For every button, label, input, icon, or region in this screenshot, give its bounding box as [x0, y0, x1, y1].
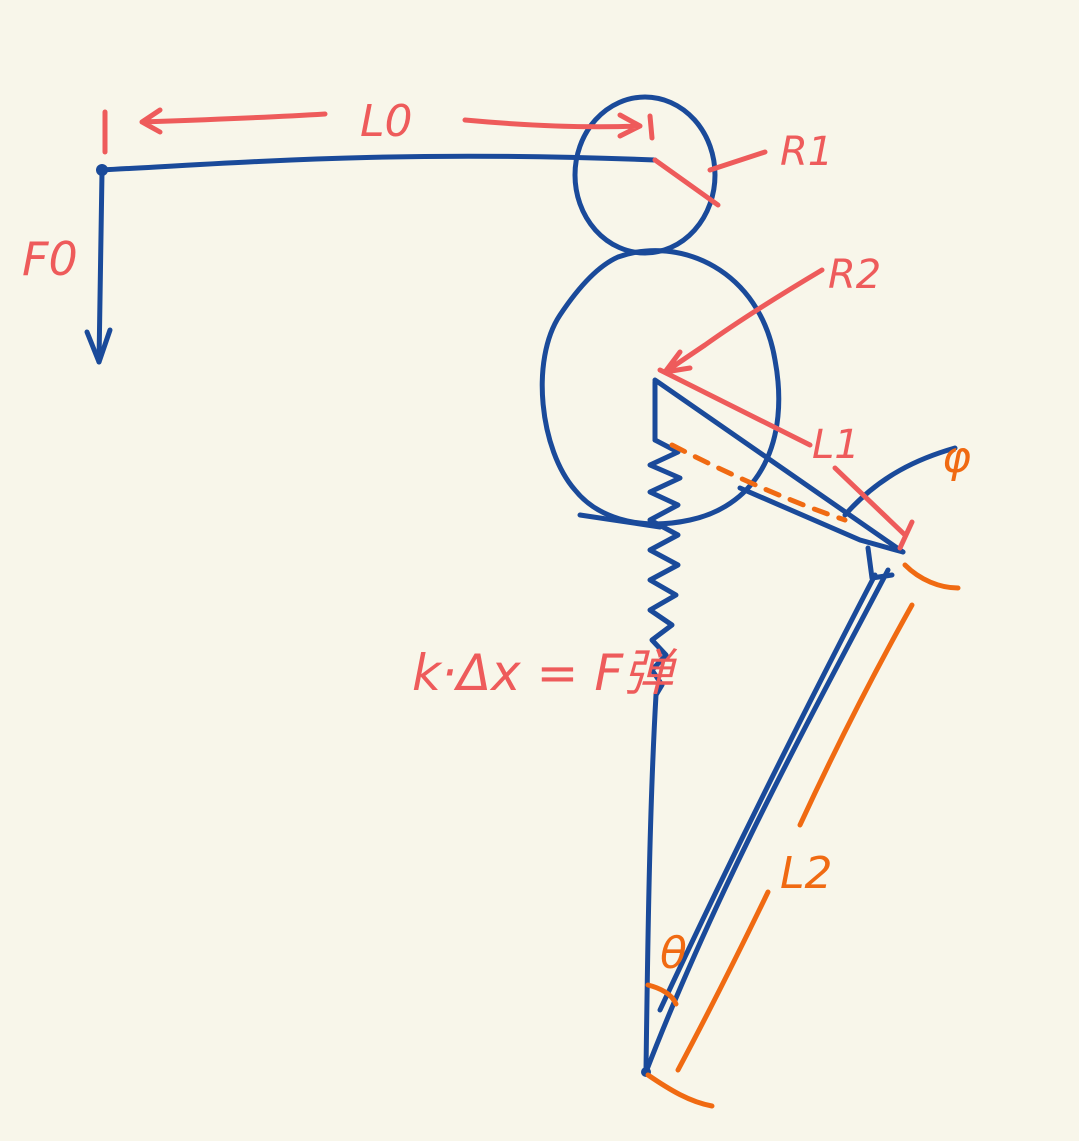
small-pulley [572, 94, 718, 256]
l0-right-arrow [462, 112, 643, 139]
l2-dimension-upper [797, 602, 915, 828]
force-arrow-shaft [96, 169, 105, 365]
link-l1 [652, 377, 906, 555]
red-annotations: L0 F0 R1 R2 L1 k·Δx = F弹 [22, 96, 915, 702]
spring [647, 437, 683, 698]
r2-leader [662, 267, 825, 375]
orange-annotations: φ L2 θ [645, 432, 971, 1109]
r1-leader [652, 157, 721, 208]
label-theta: θ [660, 928, 687, 979]
l1-leader [657, 367, 813, 448]
link-l2-inner [657, 572, 878, 1013]
theta-arc [645, 982, 679, 1007]
link-l2 [643, 567, 891, 1075]
l1-leader-right [832, 465, 915, 551]
reference-dashed-line [669, 442, 848, 523]
label-r1: R1 [780, 129, 833, 175]
l0-right-tick [647, 113, 655, 141]
label-phi: φ [942, 432, 971, 483]
structure [84, 94, 958, 1077]
joint-arc-bottom [645, 1072, 715, 1109]
label-l1: L1 [812, 422, 860, 468]
joint-arc-top [902, 562, 961, 591]
force-arrow-head [84, 327, 113, 365]
link-l1-lower [737, 485, 906, 555]
phi-leader-line [842, 445, 958, 518]
label-f0: F0 [22, 232, 78, 286]
large-pulley [539, 248, 782, 527]
r1-leader-out [707, 149, 768, 173]
l0-left-arrow [139, 107, 328, 135]
pulley-bottom-line [577, 512, 663, 530]
l2-dimension-lower [675, 889, 771, 1073]
label-l0: L0 [360, 96, 413, 147]
label-l2: L2 [780, 848, 833, 899]
label-r2: R2 [828, 252, 881, 298]
lever-arm [99, 153, 658, 173]
label-spring-equation: k·Δx = F弹 [412, 644, 678, 702]
lower-vertical-link [643, 692, 659, 1073]
right-angle-mark [865, 545, 895, 581]
